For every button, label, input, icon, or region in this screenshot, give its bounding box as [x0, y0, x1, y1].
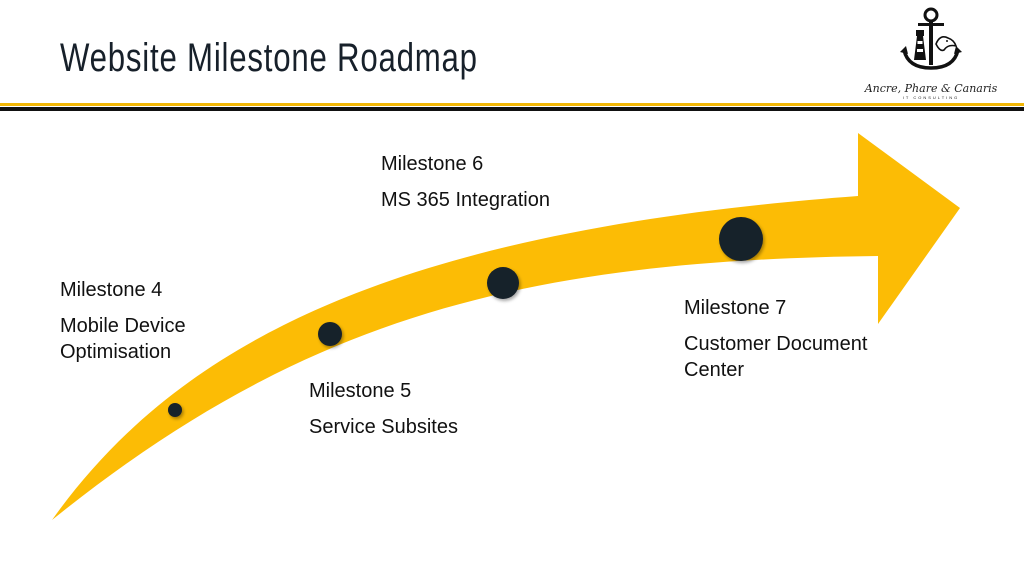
milestone-name: Milestone 5	[309, 380, 412, 402]
milestone-name: Milestone 4	[60, 279, 163, 301]
page-title: Website Milestone Roadmap	[60, 36, 478, 80]
milestone-description: MS 365 Integration	[381, 189, 550, 211]
logo-subtitle: IT CONSULTING	[902, 95, 960, 100]
milestone-4-marker	[168, 403, 182, 417]
milestone-6-label: Milestone 6 MS 365 Integration	[381, 151, 641, 213]
anchor-lighthouse-icon	[900, 7, 962, 70]
header-rule-gold	[0, 103, 1024, 106]
milestone-7-marker	[719, 217, 763, 261]
milestone-description: Mobile Device Optimisation	[60, 315, 186, 363]
milestone-description: Service Subsites	[309, 416, 458, 438]
company-logo: Ancre, Phare & Canaris IT CONSULTING	[848, 4, 1018, 102]
milestone-5-label: Milestone 5 Service Subsites	[309, 378, 549, 440]
logo-wordmark: Ancre, Phare & Canaris	[864, 82, 998, 95]
milestone-4-label: Milestone 4 Mobile Device Optimisation	[60, 277, 280, 365]
milestone-name: Milestone 7	[684, 297, 787, 319]
milestone-description: Customer Document Center	[684, 333, 868, 381]
milestone-name: Milestone 6	[381, 153, 484, 175]
milestone-5-marker	[318, 322, 342, 346]
milestone-6-marker	[487, 267, 519, 299]
milestone-7-label: Milestone 7 Customer Document Center	[684, 295, 904, 383]
header-rule-dark	[0, 107, 1024, 111]
